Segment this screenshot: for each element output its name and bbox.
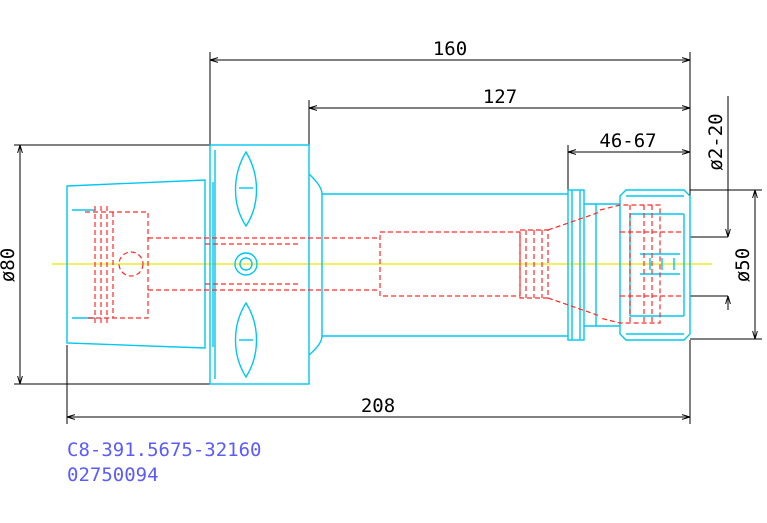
part-code: C8-391.5675-32160 <box>67 439 261 461</box>
dim-shank-length: 127 <box>483 86 517 108</box>
dim-total-length: 208 <box>361 395 395 417</box>
dim-collet-range: ø2-20 <box>705 113 727 170</box>
hidden-lines <box>85 204 684 324</box>
dimension-lines <box>14 52 762 424</box>
dim-clamp-range: 46-67 <box>599 130 656 152</box>
dim-flange-diameter: ø80 <box>0 248 19 282</box>
dim-overall-length: 160 <box>433 38 467 60</box>
part-number: 02750094 <box>67 464 159 486</box>
dim-nut-diameter: ø50 <box>732 248 754 282</box>
